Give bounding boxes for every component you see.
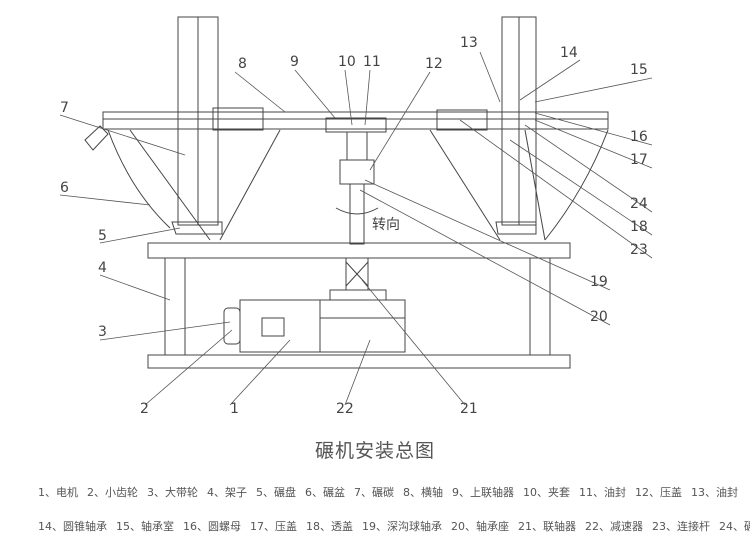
legend-item: 16、圆螺母 [183,520,241,533]
legend-item: 8、横轴 [403,486,443,499]
legend-item: 7、碾碳 [354,486,394,499]
svg-text:14: 14 [560,45,578,61]
legend-item: 1、电机 [38,486,78,499]
legend-item: 12、压盖 [635,486,682,499]
svg-text:22: 22 [336,401,354,417]
svg-text:4: 4 [98,260,107,276]
svg-text:3: 3 [98,324,107,340]
pulley [223,307,241,345]
legend-row-1: 1、电机 2、小齿轮 3、大带轮 4、架子 5、碾盘 6、碾盆 7、碾碳 8、横轴 9、上联轴器… [38,484,747,500]
svg-text:13: 13 [460,35,478,51]
drawing-title: 碾机安装总图 [314,440,435,462]
legend-item: 21、联轴器 [518,520,576,533]
svg-text:23: 23 [630,242,648,258]
legend-item: 5、碾盘 [256,486,296,499]
legend-row-2: 14、圆锥轴承 15、轴承室 16、圆螺母 17、压盖 18、透盖 19、深沟球轴承 20、… [38,518,750,534]
frame [147,242,571,369]
horizontal-shaft [102,107,609,133]
legend-item: 14、圆锥轴承 [38,520,107,533]
legend-item: 22、减速器 [585,520,643,533]
svg-text:20: 20 [590,309,608,325]
svg-text:1: 1 [230,401,239,417]
legend-item: 2、小齿轮 [87,486,138,499]
right-column [501,16,537,226]
legend-item: 6、碾盆 [305,486,345,499]
left-column [177,16,219,226]
legend-item: 20、轴承座 [451,520,509,533]
svg-text:19: 19 [590,274,608,290]
svg-text:2: 2 [140,401,149,417]
rotation-label: 转向 [372,217,400,233]
legend-item: 24、碾芯轴 [719,520,750,533]
legend-item: 17、压盖 [250,520,297,533]
legend-item: 10、夹套 [523,486,570,499]
legend-item: 11、油封 [579,486,626,499]
legend-item: 9、上联轴器 [452,486,514,499]
svg-text:11: 11 [363,54,381,70]
svg-text:18: 18 [630,219,648,235]
svg-text:6: 6 [60,180,69,196]
svg-text:10: 10 [338,54,356,70]
legend-item: 23、连接杆 [652,520,710,533]
svg-text:17: 17 [630,152,648,168]
vertical-shaft [335,131,379,291]
chute [84,125,109,151]
svg-text:24: 24 [630,196,648,212]
svg-text:16: 16 [630,129,648,145]
legend-item: 19、深沟球轴承 [362,520,442,533]
svg-text:8: 8 [238,56,247,72]
svg-text:12: 12 [425,56,443,72]
part-labels: 1 2 3 4 5 6 7 8 9 10 11 12 13 14 15 16 1… [60,35,648,417]
legend-item: 18、透盖 [306,520,353,533]
legend-item: 4、架子 [207,486,247,499]
motor [223,299,321,353]
svg-text:15: 15 [630,62,648,78]
legend-item: 13、油封 [691,486,738,499]
svg-text:7: 7 [60,100,69,116]
rotation-arrow [335,207,379,215]
svg-text:9: 9 [290,54,299,70]
legend-item: 15、轴承室 [116,520,174,533]
reducer [319,289,406,353]
legend-item: 3、大带轮 [147,486,198,499]
svg-text:21: 21 [460,401,478,417]
leader-lines [59,51,653,406]
svg-text:5: 5 [98,228,107,244]
